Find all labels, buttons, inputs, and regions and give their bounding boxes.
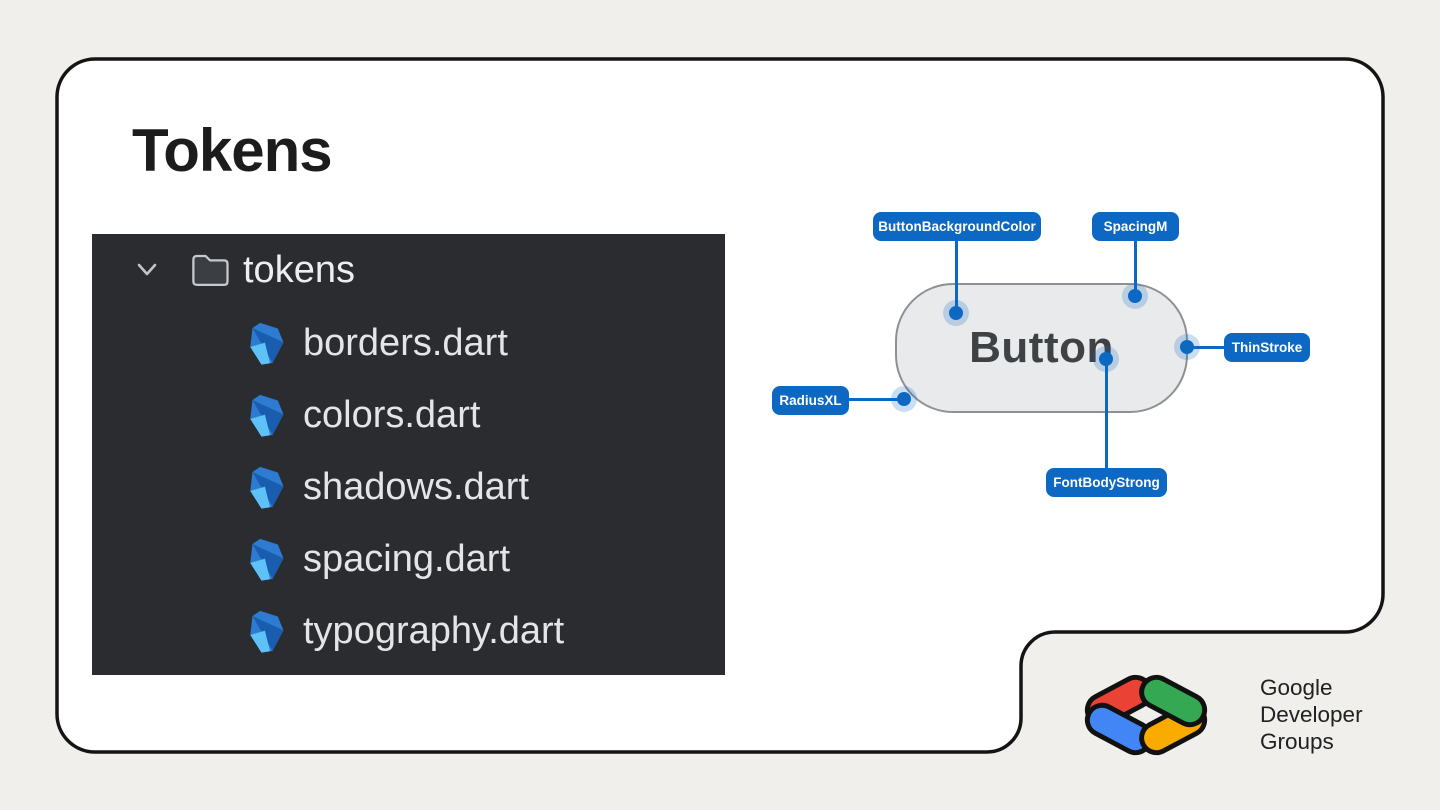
anchor-dot <box>1128 289 1142 303</box>
file-name: colors.dart <box>303 393 481 436</box>
anchor-dot <box>897 392 911 406</box>
tree-row-tokens-folder[interactable]: tokens <box>136 247 355 293</box>
dart-file-icon <box>250 394 284 437</box>
google-developer-groups-wordmark: Google Developer Groups <box>1260 674 1363 755</box>
brand-line: Google <box>1260 675 1333 700</box>
anchor-dot <box>949 306 963 320</box>
connector-line <box>955 241 958 313</box>
diagram-button-label: Button <box>969 323 1114 372</box>
tree-row-file[interactable]: spacing.dart <box>246 536 510 582</box>
token-label-radiusxl: RadiusXL <box>772 386 849 415</box>
chevron-down-icon[interactable] <box>136 261 158 279</box>
brand-line: Groups <box>1260 729 1334 754</box>
anchor-dot <box>1180 340 1194 354</box>
token-label-buttonbackgroundcolor: ButtonBackgroundColor <box>873 212 1041 241</box>
connector-line <box>849 398 905 401</box>
token-label-fontbodystrong: FontBodyStrong <box>1046 468 1167 497</box>
token-label-spacingm: SpacingM <box>1092 212 1179 241</box>
brand-line: Developer <box>1260 702 1363 727</box>
folder-icon <box>192 254 229 287</box>
tree-row-file[interactable]: colors.dart <box>246 392 480 438</box>
dart-file-icon <box>250 610 284 653</box>
tree-row-file[interactable]: typography.dart <box>246 608 564 654</box>
file-name: typography.dart <box>303 609 565 652</box>
file-name: borders.dart <box>303 321 508 364</box>
connector-line <box>1134 241 1137 296</box>
tree-row-file[interactable]: borders.dart <box>246 320 508 366</box>
connector-line <box>1187 346 1225 349</box>
file-explorer-panel: tokens borders.dart colors.dart <box>92 234 725 675</box>
google-developer-groups-logo-icon <box>1084 674 1208 756</box>
diagram-button: Button <box>895 283 1188 413</box>
dart-file-icon <box>250 538 284 581</box>
file-name: spacing.dart <box>303 537 511 580</box>
dart-file-icon <box>250 466 284 509</box>
token-label-thinstroke: ThinStroke <box>1224 333 1310 362</box>
anchor-dot <box>1099 352 1113 366</box>
file-name: shadows.dart <box>303 465 530 508</box>
page-title: Tokens <box>132 117 333 184</box>
dart-file-icon <box>250 322 284 365</box>
connector-line <box>1105 359 1108 469</box>
folder-name: tokens <box>243 248 355 291</box>
tree-row-file[interactable]: shadows.dart <box>246 464 529 510</box>
